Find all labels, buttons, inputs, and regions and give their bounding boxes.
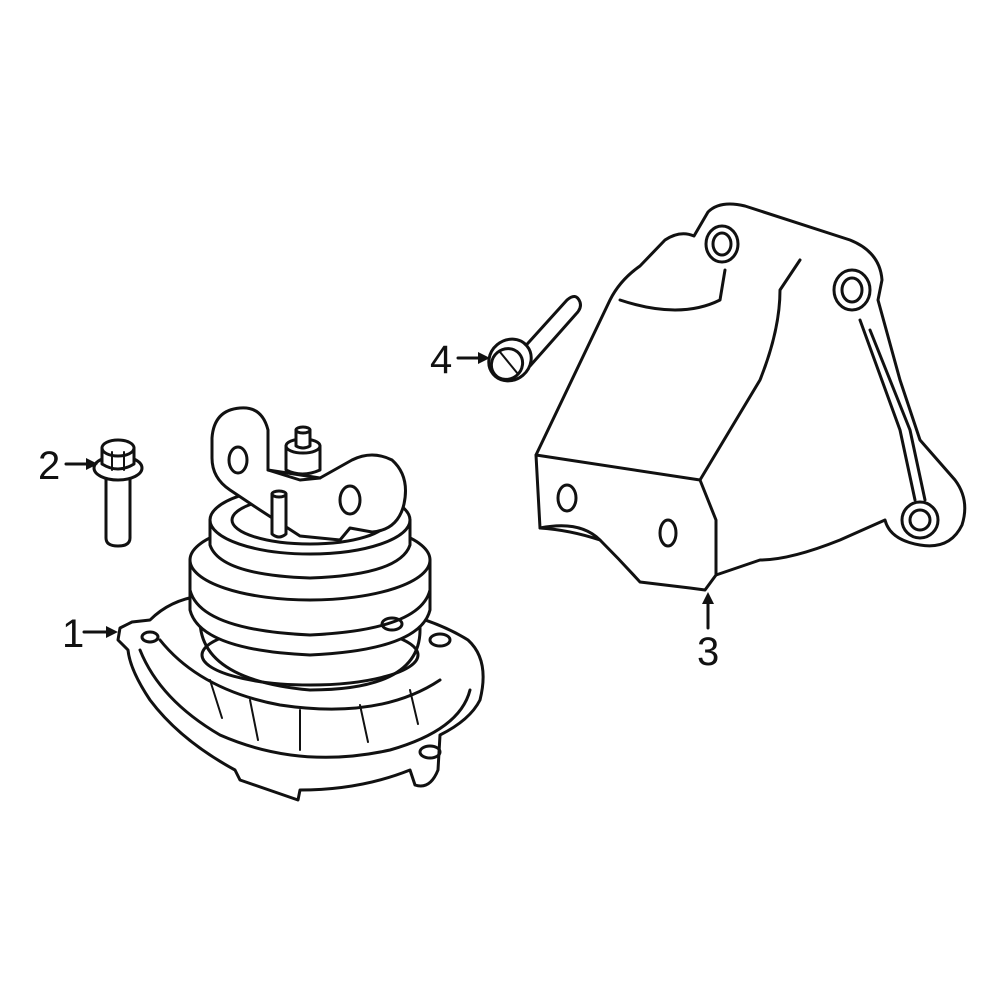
callout-4: 4 (430, 338, 453, 382)
callout-2: 2 (38, 444, 61, 488)
callout-3: 3 (697, 630, 720, 674)
bracket-bolt-drawing (487, 295, 582, 383)
callout-1: 1 (62, 612, 85, 656)
callout-leaders (64, 352, 714, 638)
engine-mount-drawing (116, 406, 485, 802)
mount-bolt-drawing (92, 438, 144, 548)
mount-bracket-drawing (534, 202, 967, 592)
